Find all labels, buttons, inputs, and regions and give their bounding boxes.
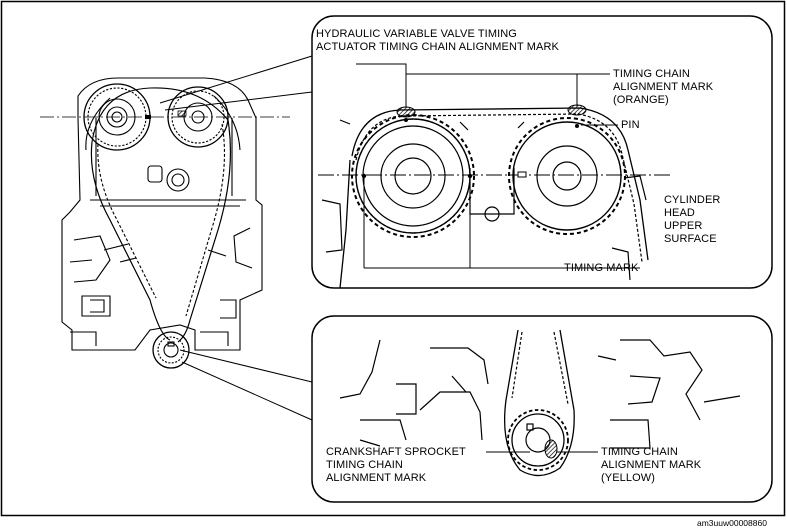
orange-mark-label-line1: TIMING CHAIN <box>613 68 690 80</box>
cylinder-head-label-line1: CYLINDER <box>664 194 721 206</box>
figure-frame <box>0 0 786 517</box>
cylinder-head-label-line2: HEAD <box>664 207 695 219</box>
yellow-mark-label-line2: ALIGNMENT MARK <box>601 459 702 471</box>
overview-mark-hydraulic <box>145 115 151 119</box>
crank-sprocket-label-line1: CRANKSHAFT SPROCKET <box>326 446 466 458</box>
engine-overview <box>61 77 263 369</box>
yellow-mark-label-line1: TIMING CHAIN <box>601 446 678 458</box>
detail-box-crankshaft <box>311 315 773 503</box>
callout-leaders <box>159 55 313 421</box>
crank-sprocket-label-line2: TIMING CHAIN <box>326 459 403 471</box>
crank-sprocket-label-line3: ALIGNMENT MARK <box>326 472 427 484</box>
detail-box-camshaft <box>311 15 773 289</box>
crankshaft-detail <box>339 329 741 477</box>
chain-alignment-marks <box>361 104 587 179</box>
pin-label: PIN <box>621 119 640 131</box>
overview-mark-orange <box>177 110 187 117</box>
hydraulic-label-line2: ACTUATOR TIMING CHAIN ALIGNMENT MARK <box>316 41 559 53</box>
figure-code: am3uuw00008860 <box>697 518 767 528</box>
orange-mark-label-line2: ALIGNMENT MARK <box>613 81 714 93</box>
hydraulic-label-line1: HYDRAULIC VARIABLE VALVE TIMING <box>316 28 517 40</box>
yellow-chain-mark <box>544 439 558 459</box>
cylinder-head-label-line4: SURFACE <box>664 233 717 245</box>
orange-mark-label-line3: (ORANGE) <box>613 94 669 106</box>
camshaft-label-leaders <box>356 63 640 269</box>
timing-mark-label: TIMING MARK <box>564 262 639 274</box>
yellow-mark-label-line3: (YELLOW) <box>601 472 655 484</box>
cylinder-head-label-line3: UPPER <box>664 220 703 232</box>
